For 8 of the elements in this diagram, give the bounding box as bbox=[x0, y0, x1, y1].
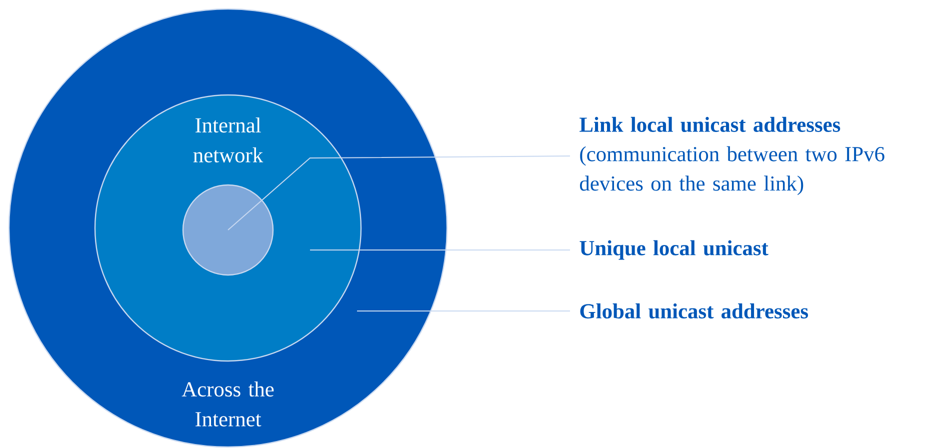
zone-label: Internal network bbox=[193, 118, 264, 162]
leader-line bbox=[356, 310, 570, 312]
zone-label: Across the Internet bbox=[182, 382, 274, 426]
annotation-text: Global unicast addresses bbox=[580, 303, 808, 319]
leader-line bbox=[228, 156, 570, 230]
annotation-text: Link local unicast addresses (communication between two IPv6 devices on the same link) bbox=[580, 116, 884, 196]
annotation-text: Unique local unicast bbox=[580, 240, 768, 260]
circle bbox=[182, 184, 274, 276]
